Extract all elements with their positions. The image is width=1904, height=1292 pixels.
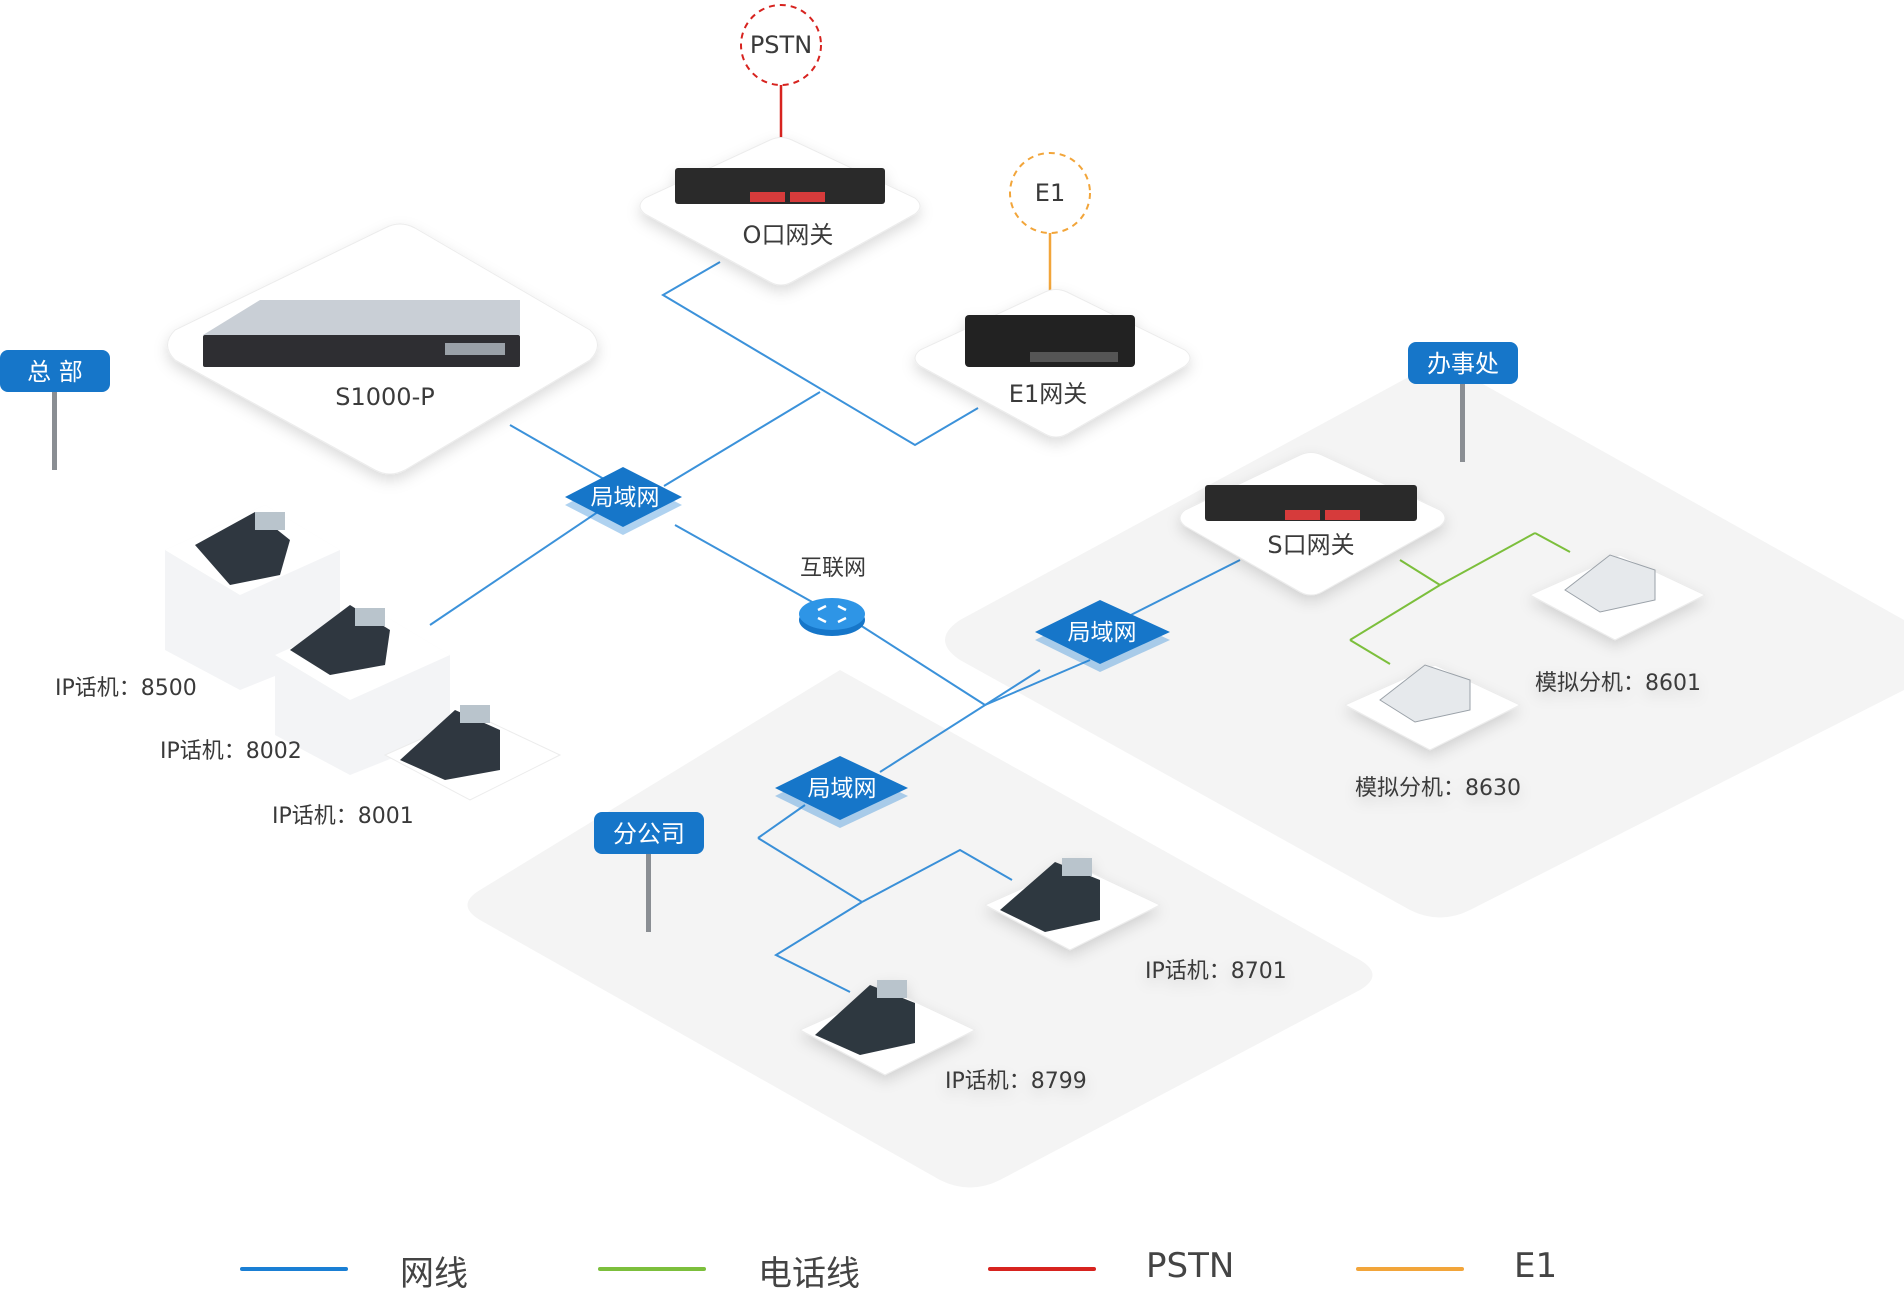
ip-phone-8002[interactable]: IP话机：8002 [160, 605, 450, 775]
hq-site-tag: 总 部 [0, 350, 110, 470]
pstn-label: PSTN [750, 31, 812, 59]
ip-phone-8001-label: IP话机：8001 [272, 804, 414, 829]
analog-phone-8630[interactable]: 模拟分机：8630 [1343, 664, 1522, 801]
lan-hq-label: 局域网 [591, 485, 660, 511]
e1-gateway[interactable]: E1网关 [914, 289, 1191, 438]
internet-label: 互联网 [800, 556, 866, 581]
router-icon [817, 604, 847, 624]
legend-swatch [1356, 1267, 1464, 1271]
ip-phone-8500-label: IP话机：8500 [55, 676, 197, 701]
ip-phone-8002-label: IP话机：8002 [160, 739, 302, 764]
lan-branch[interactable]: 局域网 [775, 756, 908, 828]
ip-phone-8701-label: IP话机：8701 [1145, 959, 1287, 984]
analog-phone-icon [1564, 554, 1656, 613]
desk-phone-icon [1000, 862, 1100, 932]
office-site-label: 办事处 [1427, 350, 1499, 378]
phone-lines [1349, 532, 1571, 665]
e1-node: E1 [1009, 152, 1091, 234]
branch-site-label: 分公司 [613, 820, 685, 848]
ip-phone-8799-label: IP话机：8799 [945, 1069, 1087, 1094]
legend-label: E1 [1514, 1246, 1558, 1286]
legend: 网线 电话线 PSTN E1 [0, 1240, 1904, 1292]
analog-phone-8601-label: 模拟分机：8601 [1535, 671, 1701, 696]
desk-phone-icon [400, 710, 500, 780]
fxo-gateway[interactable]: O口网关 [639, 137, 921, 286]
ip-phone-8500[interactable]: IP话机：8500 [55, 505, 340, 701]
s1000-p-server[interactable]: S1000-P [167, 223, 598, 475]
office-zone [945, 360, 1904, 918]
desk-phone-icon [195, 512, 290, 585]
legend-swatch [988, 1267, 1096, 1271]
fxs-gateway-label: S口网关 [1267, 531, 1354, 559]
analog-phone-8601[interactable]: 模拟分机：8601 [1528, 554, 1707, 696]
lan-office-label: 局域网 [1068, 620, 1137, 646]
internet-router[interactable]: 互联网 [799, 556, 866, 636]
ip-phone-8799[interactable]: IP话机：8799 [798, 980, 1087, 1094]
desk-phone-icon [815, 985, 915, 1055]
legend-label: 网线 [400, 1254, 468, 1292]
fxo-gateway-label: O口网关 [743, 221, 834, 249]
legend-swatch [240, 1267, 348, 1271]
legend-swatch [598, 1267, 706, 1271]
pstn-node: PSTN [740, 4, 822, 86]
lan-office[interactable]: 局域网 [1035, 600, 1170, 672]
e1-gateway-label: E1网关 [1009, 380, 1087, 408]
e1-ring-label: E1 [1035, 179, 1065, 207]
lan-hq[interactable]: 局域网 [565, 467, 682, 535]
analog-phone-icon [1379, 664, 1471, 723]
branch-zone [467, 670, 1373, 1188]
ip-phone-8701[interactable]: IP话机：8701 [983, 858, 1287, 984]
legend-label: 电话线 [758, 1254, 860, 1292]
branch-site-tag: 分公司 [594, 812, 704, 932]
analog-phone-8630-label: 模拟分机：8630 [1355, 776, 1521, 801]
server-label: S1000-P [335, 383, 434, 411]
ip-phone-8001[interactable]: IP话机：8001 [272, 705, 562, 829]
office-site-tag: 办事处 [1408, 342, 1518, 462]
topology-canvas: PSTN E1 O口网关 E1网关 S1000-P 总 部 办事处 [0, 4, 1904, 1188]
fxs-gateway[interactable]: S口网关 [1179, 452, 1446, 596]
hq-site-label: 总 部 [27, 358, 83, 386]
legend-label: PSTN [1146, 1246, 1235, 1286]
lan-branch-label: 局域网 [808, 776, 877, 802]
